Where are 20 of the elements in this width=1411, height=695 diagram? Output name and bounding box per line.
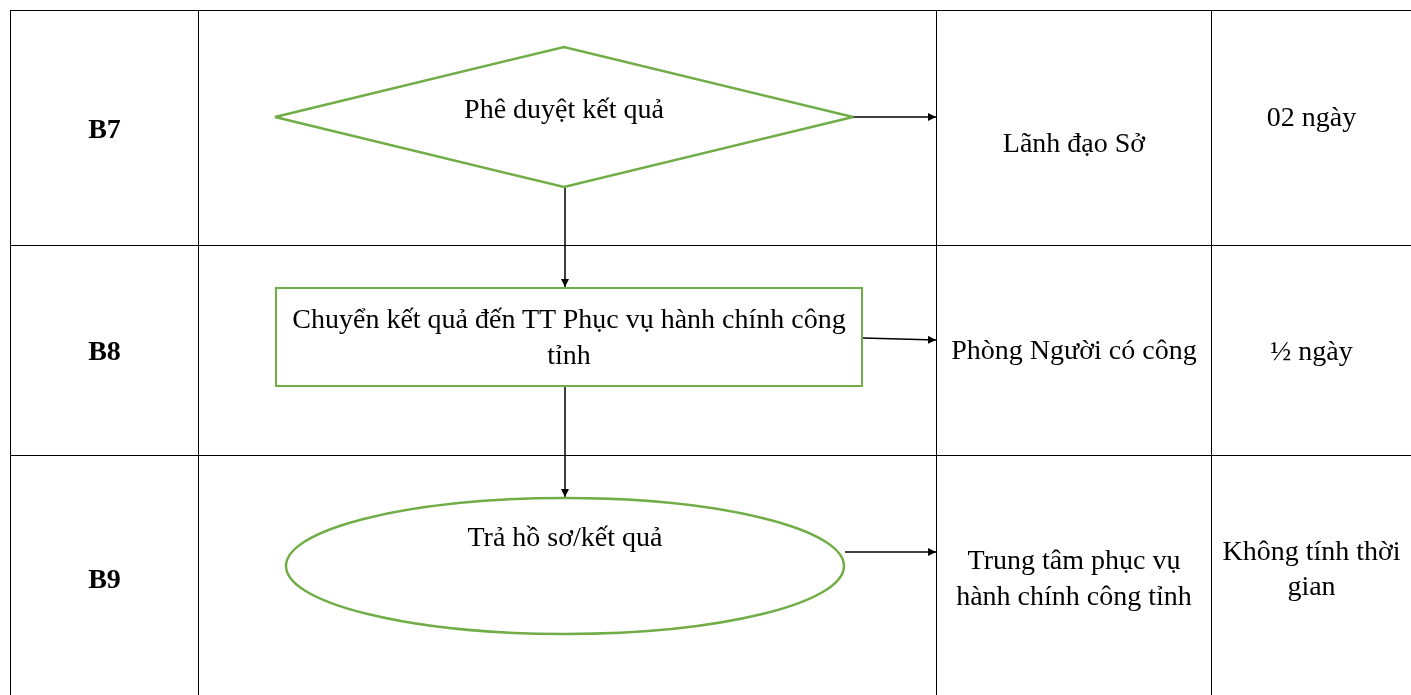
cell-text: Không tính thời gian <box>1221 534 1402 603</box>
cell-text: 02 ngày <box>1265 99 1358 134</box>
arrow <box>844 548 937 556</box>
node-text: Trả hồ sơ/kết quả <box>467 520 663 554</box>
cell-text: B8 <box>87 334 122 368</box>
node-text: Phòng Người có công <box>951 333 1197 368</box>
arrow <box>862 335 937 344</box>
decision-diamond <box>275 47 853 187</box>
terminal-ellipse <box>285 497 845 635</box>
node-text: Chuyển kết quả đến TT Phục vụ hành chính công tỉnh <box>291 301 847 372</box>
node-text: Phê duyệt kết quả <box>464 92 664 126</box>
process-box <box>275 287 863 387</box>
arrow <box>561 186 569 288</box>
cell-text: ½ ngày <box>1269 334 1354 368</box>
cell-text: B9 <box>87 561 122 596</box>
arrow <box>852 113 937 121</box>
cell-text: B7 <box>87 111 122 146</box>
node-text: Lãnh đạo Sở <box>1001 125 1147 160</box>
arrow <box>561 386 569 498</box>
node-text: Trung tâm phục vụ hành chính công tỉnh <box>955 542 1193 613</box>
